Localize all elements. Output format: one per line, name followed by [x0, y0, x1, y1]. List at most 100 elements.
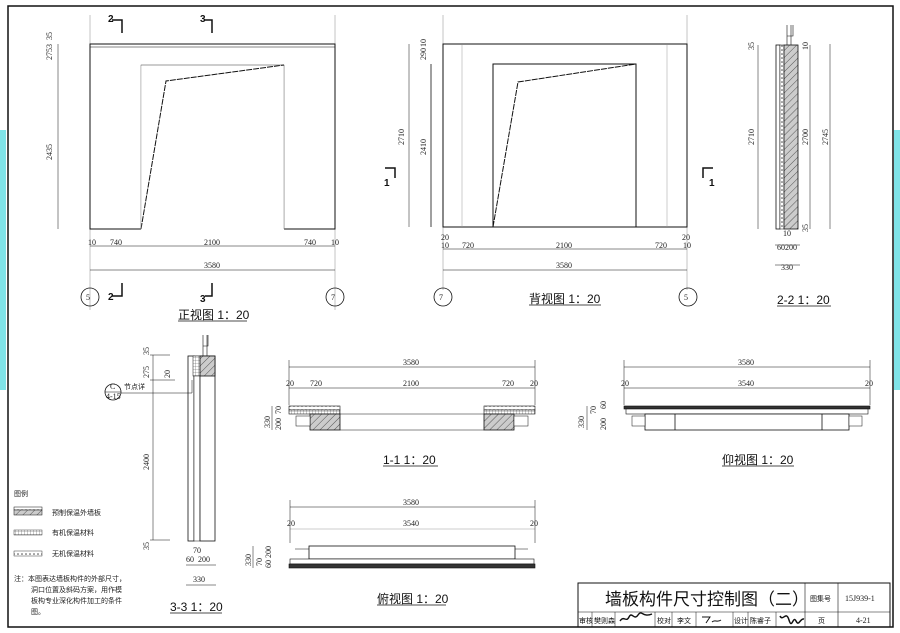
- section-2-2-title: 2-2 1：20: [777, 293, 830, 307]
- label: 预制保温外墙板: [52, 508, 101, 517]
- label: 20: [530, 519, 538, 528]
- label: 20: [163, 370, 172, 378]
- label: 7: [439, 293, 443, 302]
- label: 10: [331, 238, 339, 247]
- label: 3580: [556, 261, 572, 270]
- label: 200: [274, 418, 283, 430]
- designer-signature: [779, 615, 805, 625]
- front-view: [57, 15, 345, 322]
- label: 35: [801, 224, 810, 232]
- legend-swatch-panel: [13, 506, 43, 511]
- label: 10: [783, 229, 791, 238]
- label: 60: [186, 555, 194, 564]
- label: 3580: [738, 358, 754, 367]
- label: 2: [108, 292, 114, 303]
- label: 4-15: [106, 392, 121, 401]
- label: 330: [577, 416, 586, 428]
- label: 4-21: [856, 616, 871, 625]
- label: 10: [419, 39, 428, 47]
- back-view: [385, 15, 713, 307]
- label: 20: [530, 379, 538, 388]
- label: 节点详: [124, 382, 145, 391]
- label: 2700: [801, 129, 810, 145]
- label: 无机保温材料: [52, 549, 94, 558]
- label: 20: [621, 379, 629, 388]
- label: 290: [419, 48, 428, 60]
- label: 3580: [403, 358, 419, 367]
- label: 3: [200, 294, 206, 305]
- label: 720: [310, 379, 322, 388]
- bottom-view-title: 仰视图 1：20: [722, 452, 794, 467]
- label: 2710: [747, 129, 756, 145]
- label: 李文: [677, 616, 691, 625]
- label: 20: [441, 233, 449, 242]
- label: 陈睿子: [750, 616, 771, 625]
- label: 2435: [45, 144, 54, 160]
- top-view: [252, 500, 536, 606]
- label: 图。: [31, 608, 45, 616]
- back-view-title: 背视图 1：20: [529, 291, 601, 306]
- label: 20: [286, 379, 294, 388]
- label: 15J939-1: [845, 594, 875, 603]
- label: 60: [264, 560, 273, 568]
- label: 330: [263, 416, 272, 428]
- sheet-title: 墙板构件尺寸控制图（二）: [605, 590, 809, 610]
- reviewer-signature: [619, 612, 653, 622]
- label: 2745: [821, 129, 830, 145]
- top-view-title: 俯视图 1：20: [377, 591, 449, 606]
- section-3-3-title: 3-3 1：20: [170, 600, 223, 614]
- label: 2100: [403, 379, 419, 388]
- label: 图集号: [810, 594, 831, 603]
- front-view-title: 正视图 1：20: [178, 307, 250, 322]
- label: 2100: [556, 241, 572, 250]
- label: 70: [193, 546, 201, 555]
- label: 审核: [579, 616, 593, 625]
- label: 60: [777, 243, 785, 252]
- section-2-2: [757, 25, 831, 307]
- label: 200: [264, 546, 273, 558]
- label: 740: [110, 238, 122, 247]
- label: 330: [244, 554, 253, 566]
- front-view-labels: 10 740 2100 740 10 3580 2753 35 2435 5 7…: [45, 14, 339, 322]
- title-block-text: 墙板构件尺寸控制图（二） 图集号 15J939-1 审核 樊则森 校对 李文 设…: [579, 590, 875, 625]
- label: C: [110, 382, 115, 391]
- label: 275: [142, 366, 151, 378]
- label: 2753: [45, 44, 54, 60]
- section-1-1: [271, 360, 536, 467]
- label: 校对: [657, 616, 671, 625]
- label: 10: [683, 241, 691, 250]
- label: 2400: [142, 454, 151, 470]
- label: 20: [865, 379, 873, 388]
- label: 2410: [419, 139, 428, 155]
- checker-signature: [702, 616, 722, 624]
- label: 注：本图表达墙板构件的外部尺寸，: [14, 574, 126, 583]
- label: 页: [818, 617, 825, 625]
- top-view-labels: 3580 20 3540 20 330 70 60 200 俯视图 1：20: [244, 498, 538, 606]
- legend: 图例 预制保温外墙板 有机保温材料 无机保温材料 注：本图表达墙板构件的外部尺寸…: [13, 489, 126, 616]
- back-view-labels: 20 10 720 2100 720 20 10 3580 2710 2410 …: [384, 39, 715, 306]
- label: 330: [193, 575, 205, 584]
- label: 樊则森: [594, 616, 615, 625]
- label: 3580: [403, 498, 419, 507]
- label: 200: [198, 555, 210, 564]
- label: 3580: [204, 261, 220, 270]
- legend-swatch-organic: [13, 529, 43, 536]
- section-1-1-title: 1-1 1：20: [383, 453, 436, 467]
- label: 3540: [403, 519, 419, 528]
- label: 20: [287, 519, 295, 528]
- section-1-1-labels: 3580 20 720 2100 720 20 330 70 200 1-1 1…: [263, 358, 538, 467]
- label: 70: [589, 406, 598, 414]
- label: 3: [200, 14, 206, 25]
- frame-strips: [0, 130, 900, 390]
- label: 35: [747, 42, 756, 50]
- label: 35: [142, 347, 151, 355]
- sheet-border: [7, 5, 894, 628]
- bottom-view-labels: 3580 20 3540 20 330 70 60 200 仰视图 1：20: [577, 358, 873, 467]
- label: 10: [88, 238, 96, 247]
- label: 35: [45, 32, 54, 40]
- label: 2100: [204, 238, 220, 247]
- label: 200: [599, 418, 608, 430]
- label: 20: [682, 233, 690, 242]
- label: 3540: [738, 379, 754, 388]
- label: 有机保温材料: [52, 528, 94, 537]
